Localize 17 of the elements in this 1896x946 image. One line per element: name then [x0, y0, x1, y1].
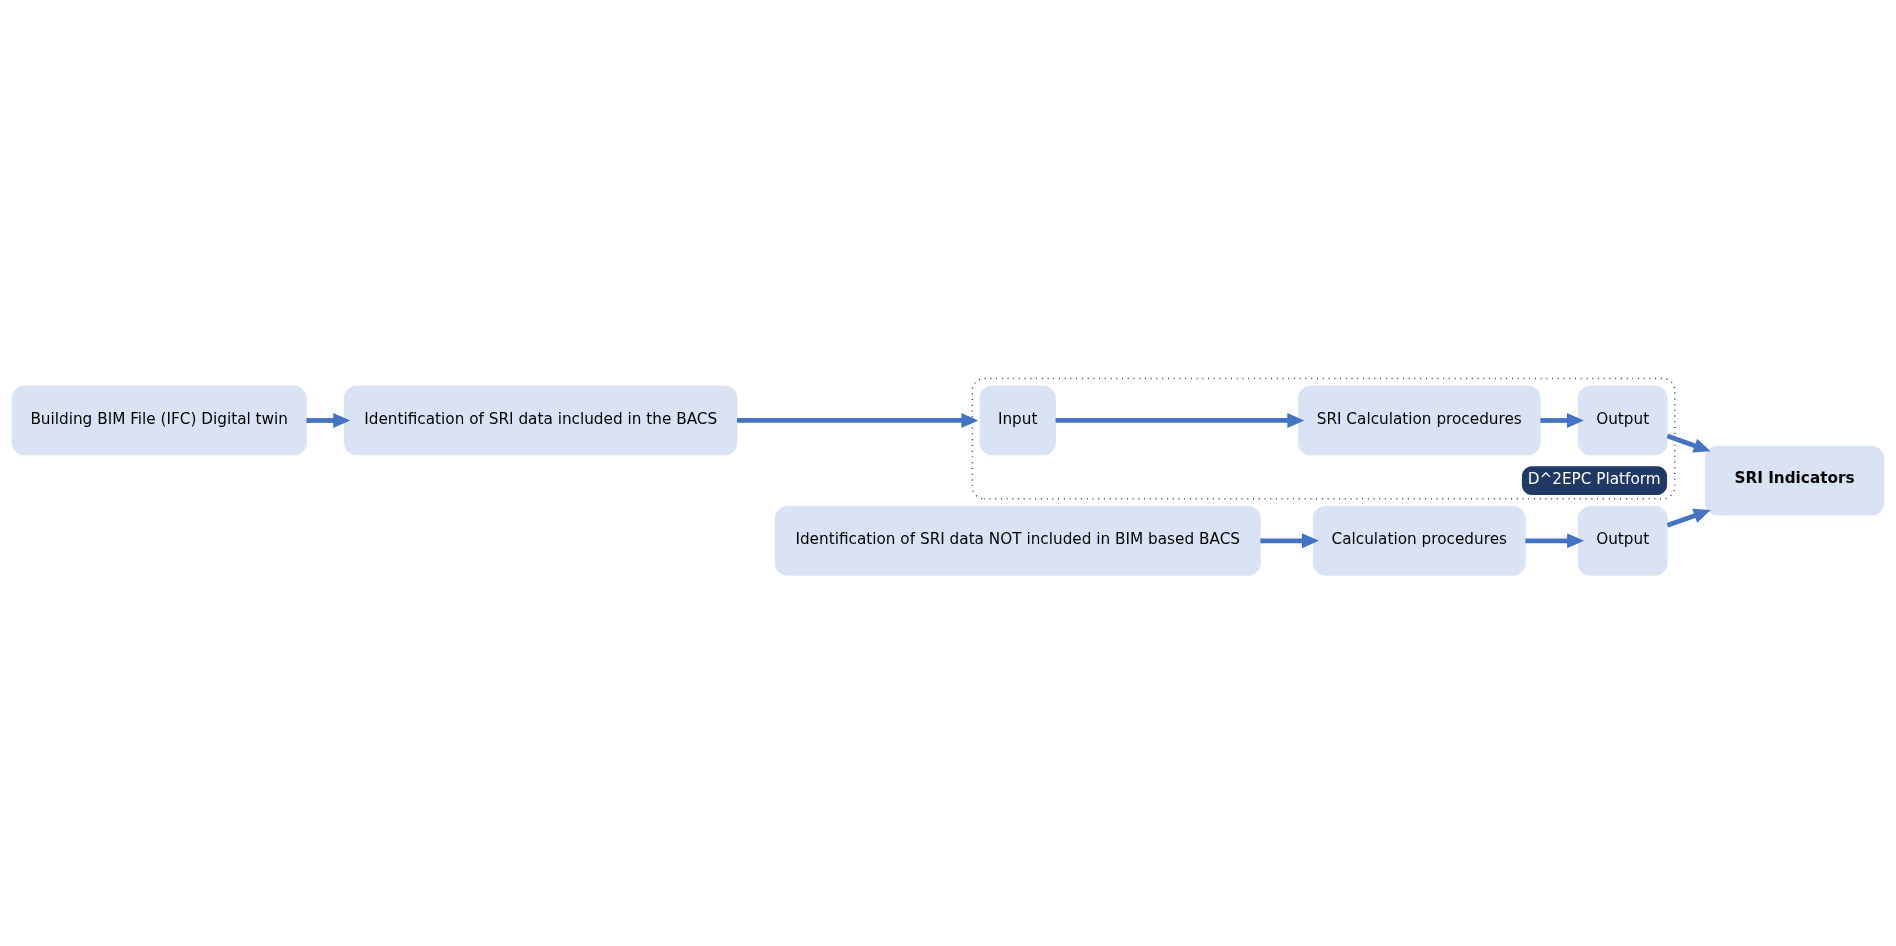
arrow	[1666, 433, 1711, 453]
arrow	[736, 413, 979, 428]
node-box: Calculation procedures	[1312, 505, 1526, 576]
node-box: SRI Indicators	[1704, 445, 1885, 516]
node-box: Identification of SRI data NOT included in BIM based BACS	[774, 505, 1261, 576]
node-box: Input	[979, 385, 1056, 456]
arrow	[1666, 508, 1711, 528]
arrow	[1525, 533, 1584, 549]
node-box: Identification of SRI data included in the BACS	[344, 385, 738, 456]
arrow	[1540, 413, 1584, 428]
node-box: Building BIM File (IFC) Digital twin	[11, 385, 307, 456]
node-box: Output	[1577, 505, 1668, 576]
node-box: Output	[1577, 385, 1668, 456]
node-box: SRI Calculation procedures	[1298, 385, 1541, 456]
arrow	[1055, 413, 1305, 428]
arrow	[1260, 533, 1319, 549]
arrow	[306, 413, 351, 428]
